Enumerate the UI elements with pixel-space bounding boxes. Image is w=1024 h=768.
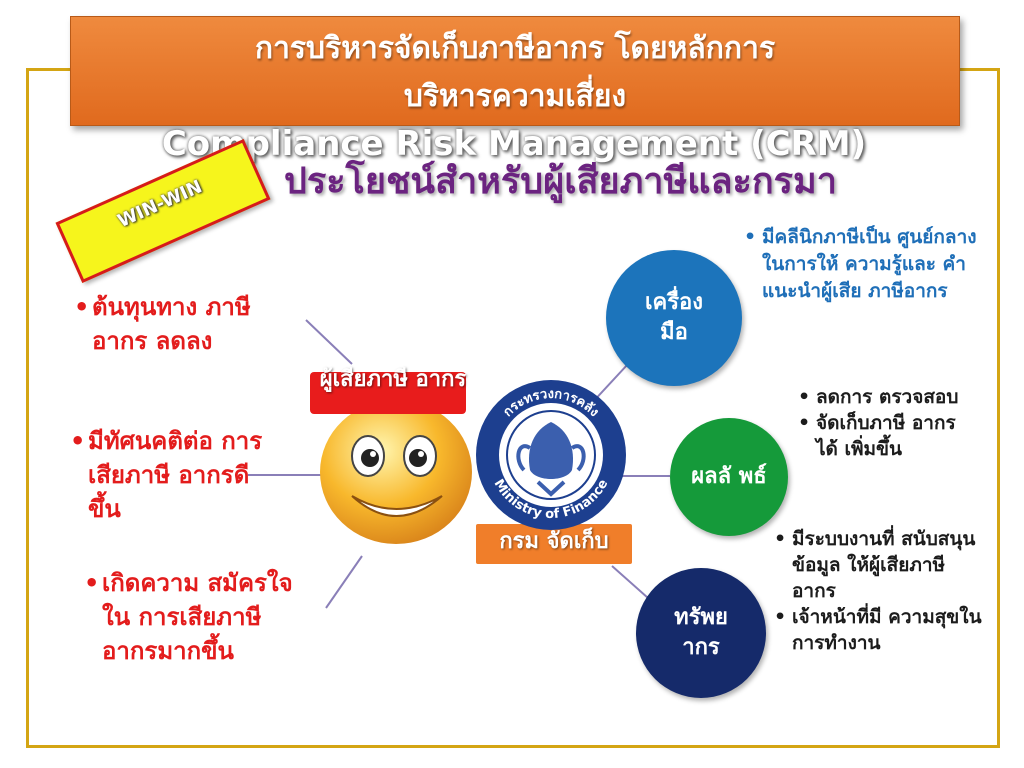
results-circle: ผลลั พธ์ <box>670 418 788 536</box>
title-line-1: การบริหารจัดเก็บภาษีอากร โดยหลักการ <box>254 31 776 66</box>
tools-bullets: มีคลีนิกภาษีเป็น ศูนย์กลางในการให้ ความร… <box>742 224 994 305</box>
title-banner: การบริหารจัดเก็บภาษีอากร โดยหลักการ บริห… <box>70 16 960 126</box>
connector-line-bottom-left <box>325 555 363 609</box>
left-benefit-3-text: เกิดความ สมัครใจใน การเสียภาษี อากรมากขึ… <box>82 566 302 668</box>
smiley-face-icon <box>320 400 472 544</box>
taxpayer-label-box <box>310 372 466 414</box>
tools-circle: เครื่อง มือ <box>606 250 742 386</box>
department-label-box <box>476 524 632 564</box>
title-line-3: Compliance Risk Management (CRM) <box>161 124 867 164</box>
subtitle: ประโยชน์สำหรับผู้เสียภาษีและกรมา <box>284 161 837 202</box>
results-bullet-1: ลดการ ตรวจสอบ <box>796 384 966 410</box>
resources-bullets: มีระบบงานที่ สนับสนุนข้อมูล ให้ผู้เสียภา… <box>772 526 984 656</box>
left-benefit-3: เกิดความ สมัครใจใน การเสียภาษี อากรมากขึ… <box>82 566 302 668</box>
left-benefit-1: ต้นทุนทาง ภาษีอากร ลดลง <box>72 290 272 358</box>
department-label: กรม จัดเก็บ <box>499 529 609 554</box>
tools-bullet-1: มีคลีนิกภาษีเป็น ศูนย์กลางในการให้ ความร… <box>742 224 994 305</box>
results-bullet-2: จัดเก็บภาษี อากรได้ เพิ่มขึ้น <box>796 410 966 462</box>
results-bullets: ลดการ ตรวจสอบ จัดเก็บภาษี อากรได้ เพิ่มข… <box>796 384 966 462</box>
connector-line-resources <box>611 565 649 599</box>
resources-bullet-1: มีระบบงานที่ สนับสนุนข้อมูล ให้ผู้เสียภา… <box>772 526 984 604</box>
taxpayer-label: ผู้เสียภาษี อากร <box>319 367 467 392</box>
resources-circle: ทรัพย ากร <box>636 568 766 698</box>
tools-circle-label: เครื่อง มือ <box>644 290 703 345</box>
left-benefit-1-text: ต้นทุนทาง ภาษีอากร ลดลง <box>72 290 272 358</box>
resources-circle-label: ทรัพย ากร <box>674 605 728 660</box>
left-benefit-2-text: มีทัศนคติต่อ การเสียภาษี อากรดีขึ้น <box>68 424 278 526</box>
ministry-of-finance-seal-icon: กระทรวงการคลัง Ministry of Finance <box>476 380 626 530</box>
results-circle-label: ผลลั พธ์ <box>691 464 767 489</box>
left-benefit-2: มีทัศนคติต่อ การเสียภาษี อากรดีขึ้น <box>68 424 278 526</box>
title-line-2: บริหารความเสี่ยง <box>403 79 627 114</box>
connector-line-top-left <box>305 319 353 365</box>
resources-bullet-2: เจ้าหน้าที่มี ความสุขใน การทำงาน <box>772 604 984 656</box>
